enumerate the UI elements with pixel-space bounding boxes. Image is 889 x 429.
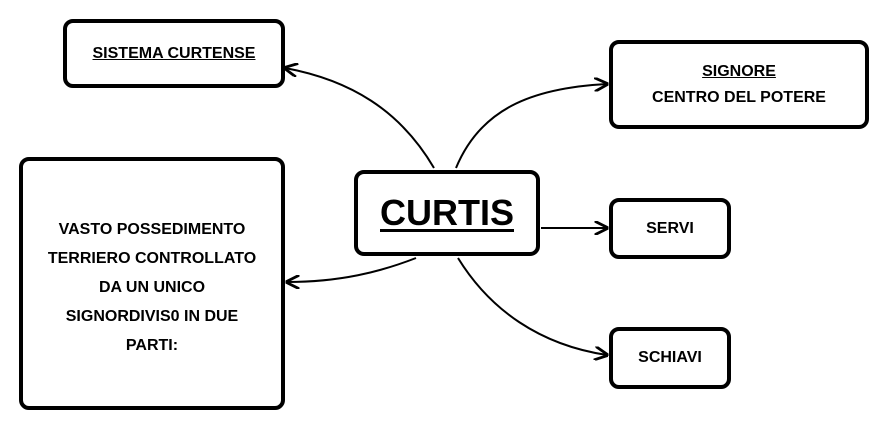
servi-label: SERVI [646,219,694,237]
vasto-line: TERRIERO CONTROLLATO [47,250,257,267]
vasto-possedimento-node: VASTO POSSEDIMENTO TERRIERO CONTROLLATO … [19,157,285,410]
vasto-line: VASTO POSSEDIMENTO [58,221,246,238]
curtis-label: CURTIS [380,192,514,233]
schiavi-label: SCHIAVI [638,349,702,366]
signore-node: SIGNORE CENTRO DEL POTERE [609,40,869,129]
arrow-to-vasto-possedimento [287,257,417,282]
arrow-to-sistema-curtense [285,68,435,169]
vasto-line: SIGNORDIVIS0 IN DUE [65,308,239,325]
curtis-node: CURTIS [354,170,540,256]
schiavi-node: SCHIAVI [609,327,731,389]
sistema-curtense-node: SISTEMA CURTENSE [63,19,285,88]
arrow-to-signore [455,84,607,169]
signore-title: SIGNORE [702,62,776,80]
arrow-to-schiavi [457,257,607,355]
signore-subtitle: CENTRO DEL POTERE [652,88,826,106]
sistema-curtense-label: SISTEMA CURTENSE [92,44,256,62]
vasto-line: PARTI: [125,337,179,354]
servi-node: SERVI [609,198,731,259]
vasto-line: DA UN UNICO [98,279,206,296]
